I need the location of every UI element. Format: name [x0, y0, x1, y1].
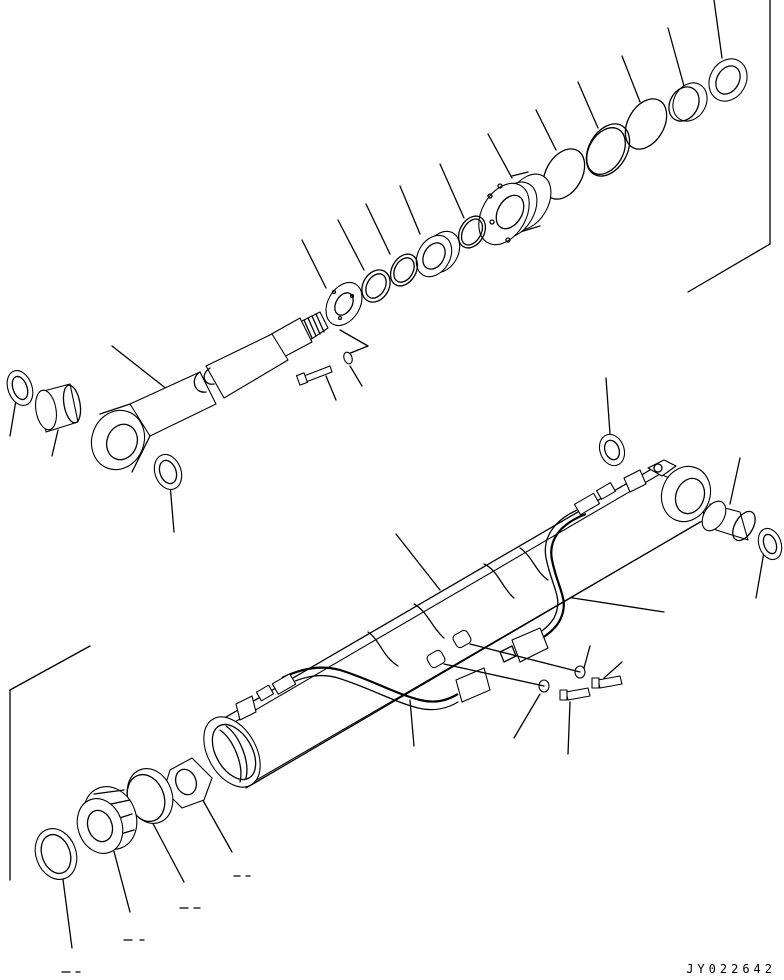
hydraulic-pipe-lower [235, 666, 491, 721]
head-washer [343, 351, 353, 365]
piston-rod [90, 311, 329, 473]
clamp-bolt-a [591, 675, 623, 689]
cylinder-bottom-eye [647, 459, 712, 523]
assembly-bracket-upper [687, 0, 771, 293]
dash-marks [61, 875, 251, 973]
clamp-lines [443, 643, 581, 687]
bushing-ring-top [708, 58, 748, 102]
rod-end-seal-left [6, 370, 34, 406]
leader-lines-upper [9, 0, 723, 533]
pipe-clamp-a [452, 629, 472, 649]
rod-end-seal-right [153, 453, 183, 491]
hydraulic-pipe-upper [499, 469, 647, 663]
piston [76, 786, 138, 854]
cylinder-tube [203, 469, 705, 789]
snap-ring [457, 215, 487, 249]
head-bolt [295, 365, 333, 386]
rod-seal-housing [415, 230, 461, 278]
pipe-clamp-b [426, 649, 446, 669]
bottom-seal-right [757, 527, 783, 561]
bottom-bushing [701, 500, 756, 542]
o-ring-large [624, 98, 668, 150]
cylinder-head [478, 171, 552, 246]
clamp-bolt-b [559, 687, 591, 701]
flange-plate [325, 281, 363, 327]
backup-ring [585, 123, 631, 177]
dust-seal [361, 269, 391, 303]
rod-packing [389, 253, 419, 287]
bottom-seal-top [598, 433, 626, 467]
piston-seal-ring [34, 828, 78, 880]
drawing-code: JY022642 [686, 962, 776, 976]
wear-ring [668, 82, 708, 122]
assembly-bracket-lower [9, 645, 91, 881]
rod-end-bushing [35, 383, 82, 433]
